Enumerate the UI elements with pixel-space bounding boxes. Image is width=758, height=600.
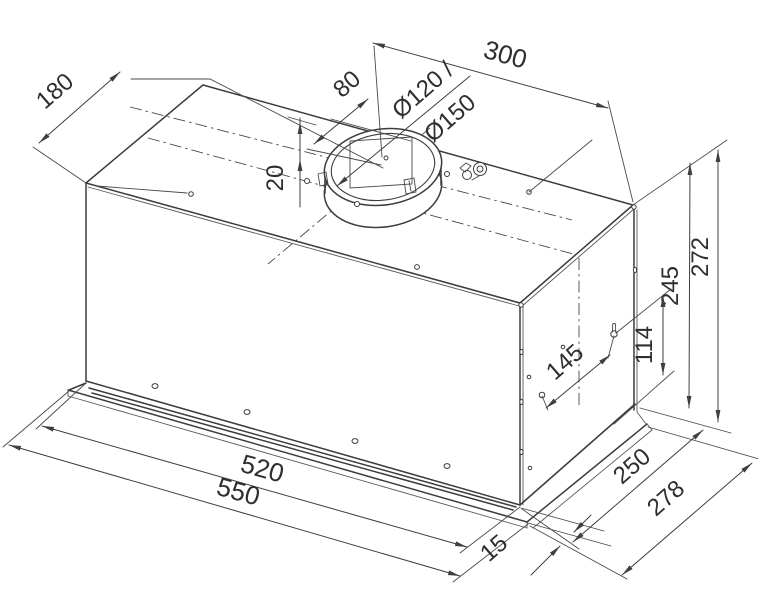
dim-300-label: 300 (480, 34, 530, 75)
side-hole-3 (527, 465, 533, 471)
dim-20-tick (287, 116, 317, 126)
dim-245-label: 245 (657, 266, 684, 306)
cable-clamp-ring-small (462, 170, 472, 180)
top-front-edge (85, 182, 521, 304)
side-hole-1 (526, 374, 532, 380)
panel-left-corner-edge (68, 382, 87, 391)
top-left-edge (85, 84, 204, 184)
right-bottom-edge (519, 403, 636, 506)
dim-245-line (686, 162, 693, 409)
dim-145-ext-1 (541, 395, 549, 411)
dim-278-label: 278 (642, 475, 690, 522)
cable-clamp (459, 162, 487, 181)
dim-278-ext-1 (529, 525, 628, 580)
dim-180-line (38, 71, 121, 144)
cable-clamp-arm (471, 175, 480, 181)
collar-screw-hole-3 (444, 171, 450, 177)
front-hole-1 (151, 383, 159, 389)
edge-screw-3 (519, 448, 524, 456)
dim-114-ext-2 (613, 370, 675, 425)
top-right-edge (519, 204, 634, 304)
collar-screw-hole-1 (304, 178, 310, 184)
height-ext-top (632, 139, 728, 206)
dim-145-line (545, 354, 611, 409)
dim-145-ext-2 (607, 335, 615, 359)
duct-opening (349, 136, 413, 189)
dim-520-ext-1 (35, 382, 87, 430)
front-hole-4 (443, 463, 451, 469)
dim-550-ext-2 (452, 523, 529, 583)
dim-15-ref-2 (527, 522, 612, 547)
dim-300-ext-2 (607, 100, 634, 203)
dim-114-label: 114 (631, 326, 658, 364)
panel-front-bottom-edge (67, 395, 528, 529)
top-hole-1 (188, 191, 194, 197)
side-hole-2 (560, 344, 566, 350)
dim-180-label: 180 (31, 68, 79, 115)
panel-body-join (636, 411, 647, 425)
height-ext-bottom (639, 407, 732, 434)
top-hole-leader (96, 185, 188, 194)
duct-collar (304, 127, 450, 229)
dim-272-label: 272 (687, 237, 714, 277)
mounting-keyhole-slot (612, 323, 617, 333)
front-hole-3 (351, 438, 359, 444)
dim-80-label: 80 (328, 65, 366, 103)
dim-15-arrow-1 (530, 545, 561, 576)
mounting-hole-lower (538, 391, 546, 399)
corner-screw-front (518, 302, 524, 308)
dim-250-ext-1 (521, 508, 580, 550)
panel-front-top-edge (67, 389, 528, 523)
edge-screw-2 (519, 398, 524, 406)
top-hole-4-leader (528, 139, 593, 193)
corner-screw-back (631, 204, 637, 210)
top-hole-2 (383, 155, 389, 161)
dim-300-line (372, 42, 609, 109)
collar-inner-ring (330, 132, 436, 202)
edge-screw-1 (519, 348, 524, 356)
top-right-edge-fold (520, 208, 635, 308)
dim-278-line (621, 462, 753, 576)
duct-diameter-leader (336, 75, 471, 187)
dim-15-label: 15 (475, 529, 513, 567)
collar-screw-hole-2 (354, 201, 360, 207)
top-front-edge-fold (87, 186, 520, 307)
filter-groove-line-1 (88, 387, 517, 508)
back-edge-screw (632, 266, 638, 274)
dim-550-line (8, 444, 461, 577)
dim-550-ext-1 (2, 390, 70, 448)
dim-80-line (313, 98, 369, 145)
cable-clamp-ring-inner (476, 165, 484, 173)
filter-groove-line-2 (91, 392, 514, 511)
top-hole-3 (414, 264, 420, 270)
dim-278-ext-2 (647, 426, 758, 460)
dimensions: 180 80 300 Ø120 / Ø150 20 272 245 (2, 34, 758, 583)
dim-80-ext-1 (306, 148, 382, 166)
bottom-panel (67, 382, 653, 529)
dim-520-ext-2 (459, 506, 521, 554)
collar-clip-right-detail (408, 180, 412, 192)
dim-20-label: 20 (262, 165, 289, 192)
dim-180-ext-1 (32, 146, 87, 184)
collar-clip-left (317, 171, 329, 187)
collar-clip-right (403, 177, 417, 195)
cable-clamp-bracket (459, 162, 472, 173)
front-hole-2 (243, 409, 251, 415)
